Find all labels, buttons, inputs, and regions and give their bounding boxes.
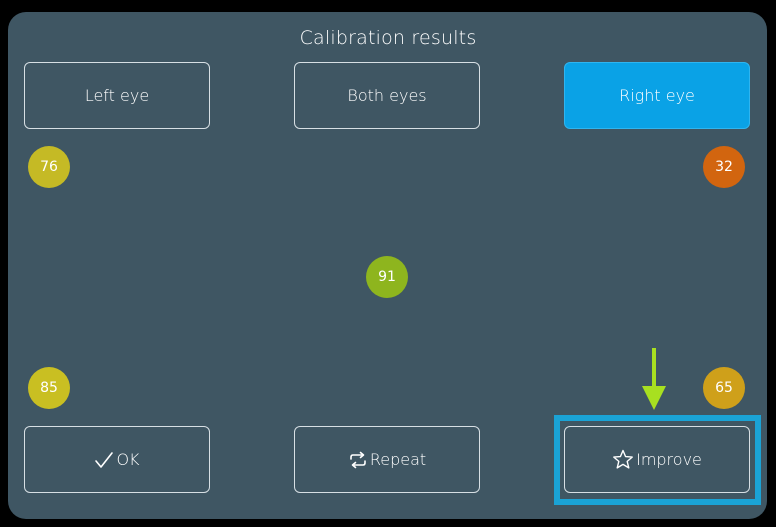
left-eye-button[interactable]: Left eye [24,62,210,129]
calibration-point-bottom-left: 85 [28,367,70,409]
point-score: 85 [40,380,58,396]
repeat-icon [348,451,368,469]
page-title: Calibration results [299,27,477,49]
calibration-point-center: 91 [366,256,408,298]
calibration-point-top-right: 32 [703,146,745,188]
point-score: 65 [715,380,733,396]
right-eye-button[interactable]: Right eye [564,62,750,129]
improve-button[interactable]: Improve [564,426,750,493]
point-score: 32 [715,159,733,175]
checkmark-icon [94,451,114,469]
both-eyes-button[interactable]: Both eyes [294,62,480,129]
star-icon [612,449,634,470]
repeat-label: Repeat [369,450,427,469]
calibration-point-bottom-right: 65 [703,367,745,409]
point-score: 91 [378,269,396,285]
point-score: 76 [40,159,58,175]
ok-button[interactable]: OK [24,426,210,493]
calibration-point-top-left: 76 [28,146,70,188]
pointer-arrow-icon [639,348,669,416]
both-eyes-label: Both eyes [347,86,427,105]
ok-label: OK [116,450,140,469]
improve-highlight-frame [554,415,761,505]
improve-label: Improve [636,450,702,469]
right-eye-label: Right eye [619,86,695,105]
repeat-button[interactable]: Repeat [294,426,480,493]
left-eye-label: Left eye [84,86,150,105]
